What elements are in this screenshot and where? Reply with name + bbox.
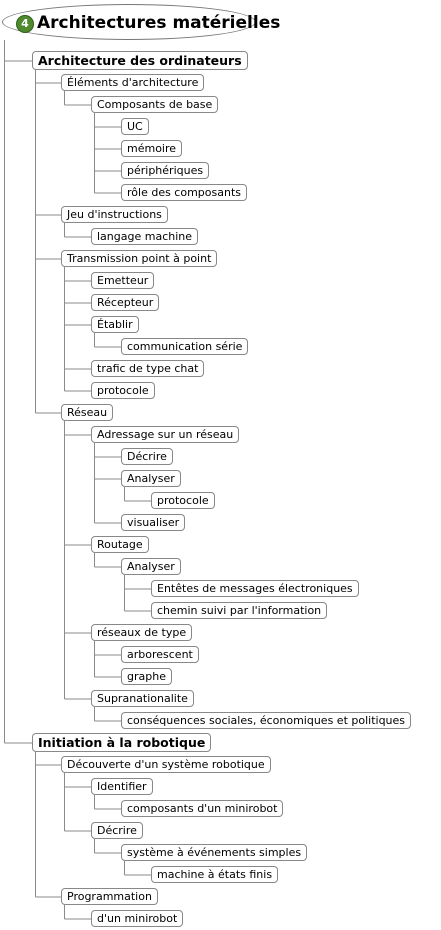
topic-node[interactable]: Adressage sur un réseau: [91, 426, 240, 443]
topic-node[interactable]: Éléments d'architecture: [61, 74, 205, 91]
root-topic[interactable]: 4 Architectures matérielles: [2, 4, 280, 40]
topic-node[interactable]: Supranationalite: [91, 690, 194, 707]
topic-node[interactable]: système à événements simples: [121, 844, 308, 861]
topic-node[interactable]: Routage: [91, 536, 149, 553]
topic-node[interactable]: Réseau: [61, 404, 114, 421]
topic-node[interactable]: protocole: [151, 492, 215, 509]
topic-node[interactable]: trafic de type chat: [91, 360, 205, 377]
topic-node[interactable]: Décrire: [121, 448, 173, 465]
topic-node[interactable]: graphe: [121, 668, 172, 685]
topic-node[interactable]: Décrire: [91, 822, 143, 839]
topic-node[interactable]: Composants de base: [91, 96, 219, 113]
topic-node[interactable]: conséquences sociales, économiques et po…: [121, 712, 412, 729]
topic-node[interactable]: Programmation: [61, 888, 158, 905]
topic-node[interactable]: Analyser: [121, 470, 181, 487]
topic-node[interactable]: rôle des composants: [121, 184, 248, 201]
topic-node[interactable]: réseaux de type: [91, 624, 193, 641]
topic-node[interactable]: Découverte d'un système robotique: [61, 756, 271, 773]
topic-node[interactable]: Transmission point à point: [61, 250, 218, 267]
priority-badge-icon: 4: [16, 15, 34, 33]
root-title: Architectures matérielles: [37, 13, 281, 33]
topic-node[interactable]: Architecture des ordinateurs: [32, 51, 248, 70]
topic-node[interactable]: visualiser: [121, 514, 186, 531]
topic-node[interactable]: Entêtes de messages électroniques: [151, 580, 359, 597]
topic-node[interactable]: arborescent: [121, 646, 199, 663]
topic-node[interactable]: Établir: [91, 316, 139, 333]
topic-node[interactable]: Identifier: [91, 778, 153, 795]
topic-node[interactable]: UC: [121, 118, 149, 135]
topic-node[interactable]: périphériques: [121, 162, 210, 179]
topic-node[interactable]: composants d'un minirobot: [121, 800, 284, 817]
topic-node[interactable]: d'un minirobot: [91, 910, 184, 927]
topic-node[interactable]: Récepteur: [91, 294, 160, 311]
topic-node[interactable]: Analyser: [121, 558, 181, 575]
topic-node[interactable]: communication série: [121, 338, 249, 355]
topic-node[interactable]: Jeu d'instructions: [61, 206, 168, 223]
topic-node[interactable]: mémoire: [121, 140, 183, 157]
topic-node[interactable]: machine à états finis: [151, 866, 279, 883]
topic-node[interactable]: protocole: [91, 382, 155, 399]
topic-node[interactable]: chemin suivi par l'information: [151, 602, 328, 619]
topic-node[interactable]: langage machine: [91, 228, 199, 245]
topic-node[interactable]: Initiation à la robotique: [32, 733, 212, 752]
topic-node[interactable]: Emetteur: [91, 272, 155, 289]
